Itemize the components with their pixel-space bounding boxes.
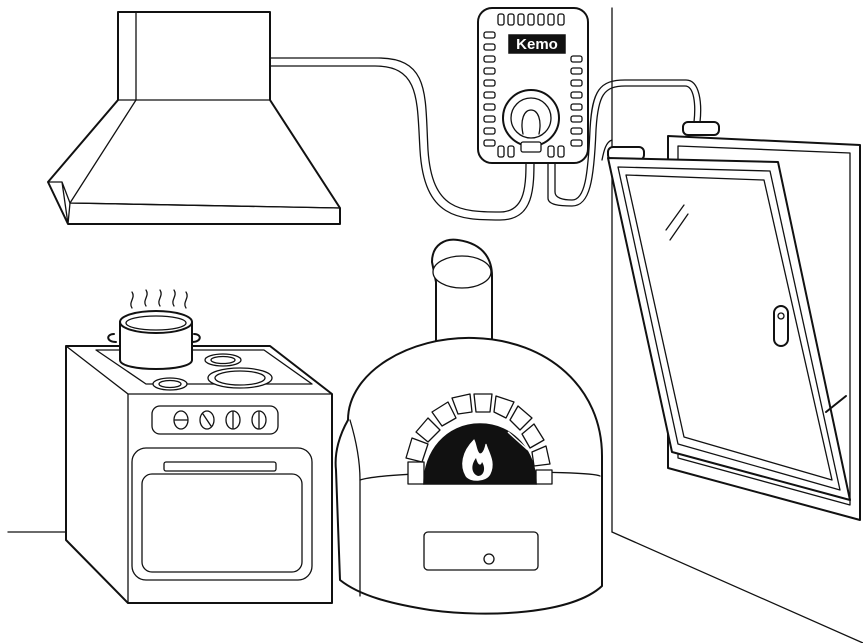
pot-opening xyxy=(125,315,187,331)
brand-label: Kemo xyxy=(516,36,558,53)
oven-door-handle xyxy=(163,461,277,472)
stove-knobs xyxy=(173,410,267,430)
hood-body xyxy=(47,11,341,225)
controller-knob-inner xyxy=(510,97,552,139)
handle-pivot xyxy=(777,312,785,320)
sensor-cable-inner xyxy=(554,79,702,201)
pot-body xyxy=(119,321,193,370)
hood-cable-outer xyxy=(269,57,527,213)
oven-arch-bricks xyxy=(405,393,553,485)
window-sensor-cable xyxy=(601,139,613,161)
brand-label-background xyxy=(508,34,566,54)
range-hood-icon xyxy=(47,11,341,225)
controller-cooling-fins xyxy=(483,13,583,158)
oven-ash-drawer xyxy=(423,531,539,571)
window-glass xyxy=(625,174,833,481)
tilted-window-icon xyxy=(607,135,861,521)
room-lines xyxy=(7,7,863,643)
chimney-opening xyxy=(432,255,492,289)
glass-reflection xyxy=(665,204,689,241)
flame-icon xyxy=(462,439,493,481)
sensor-cable-outer xyxy=(547,85,696,207)
sensor-part-frame xyxy=(682,121,720,136)
window-sensor-icon xyxy=(607,121,720,161)
window-sash xyxy=(607,157,851,501)
pot-handles xyxy=(107,333,201,343)
window-handle xyxy=(773,305,789,347)
floor-line-right xyxy=(611,531,863,643)
stove-icon xyxy=(65,345,333,604)
cooktop-surface xyxy=(95,349,313,385)
window-sash-inner xyxy=(617,166,841,491)
oven-window xyxy=(141,473,303,573)
cables xyxy=(269,57,702,221)
pizza-oven-icon xyxy=(334,238,603,615)
kemo-controller-icon: Kemo xyxy=(477,7,589,164)
window-hinge xyxy=(825,395,847,413)
knob-cable-loop xyxy=(521,109,541,135)
hood-cable-inner xyxy=(269,65,535,221)
hood-lip-corner xyxy=(67,202,71,225)
ash-drawer-knob xyxy=(483,553,495,565)
steam xyxy=(130,289,188,309)
hood-lip xyxy=(47,181,341,225)
cable-gland xyxy=(520,141,542,153)
flame-inner xyxy=(472,458,485,476)
cooking-pot-icon xyxy=(107,289,201,370)
oven-mouth-edge xyxy=(507,431,529,451)
